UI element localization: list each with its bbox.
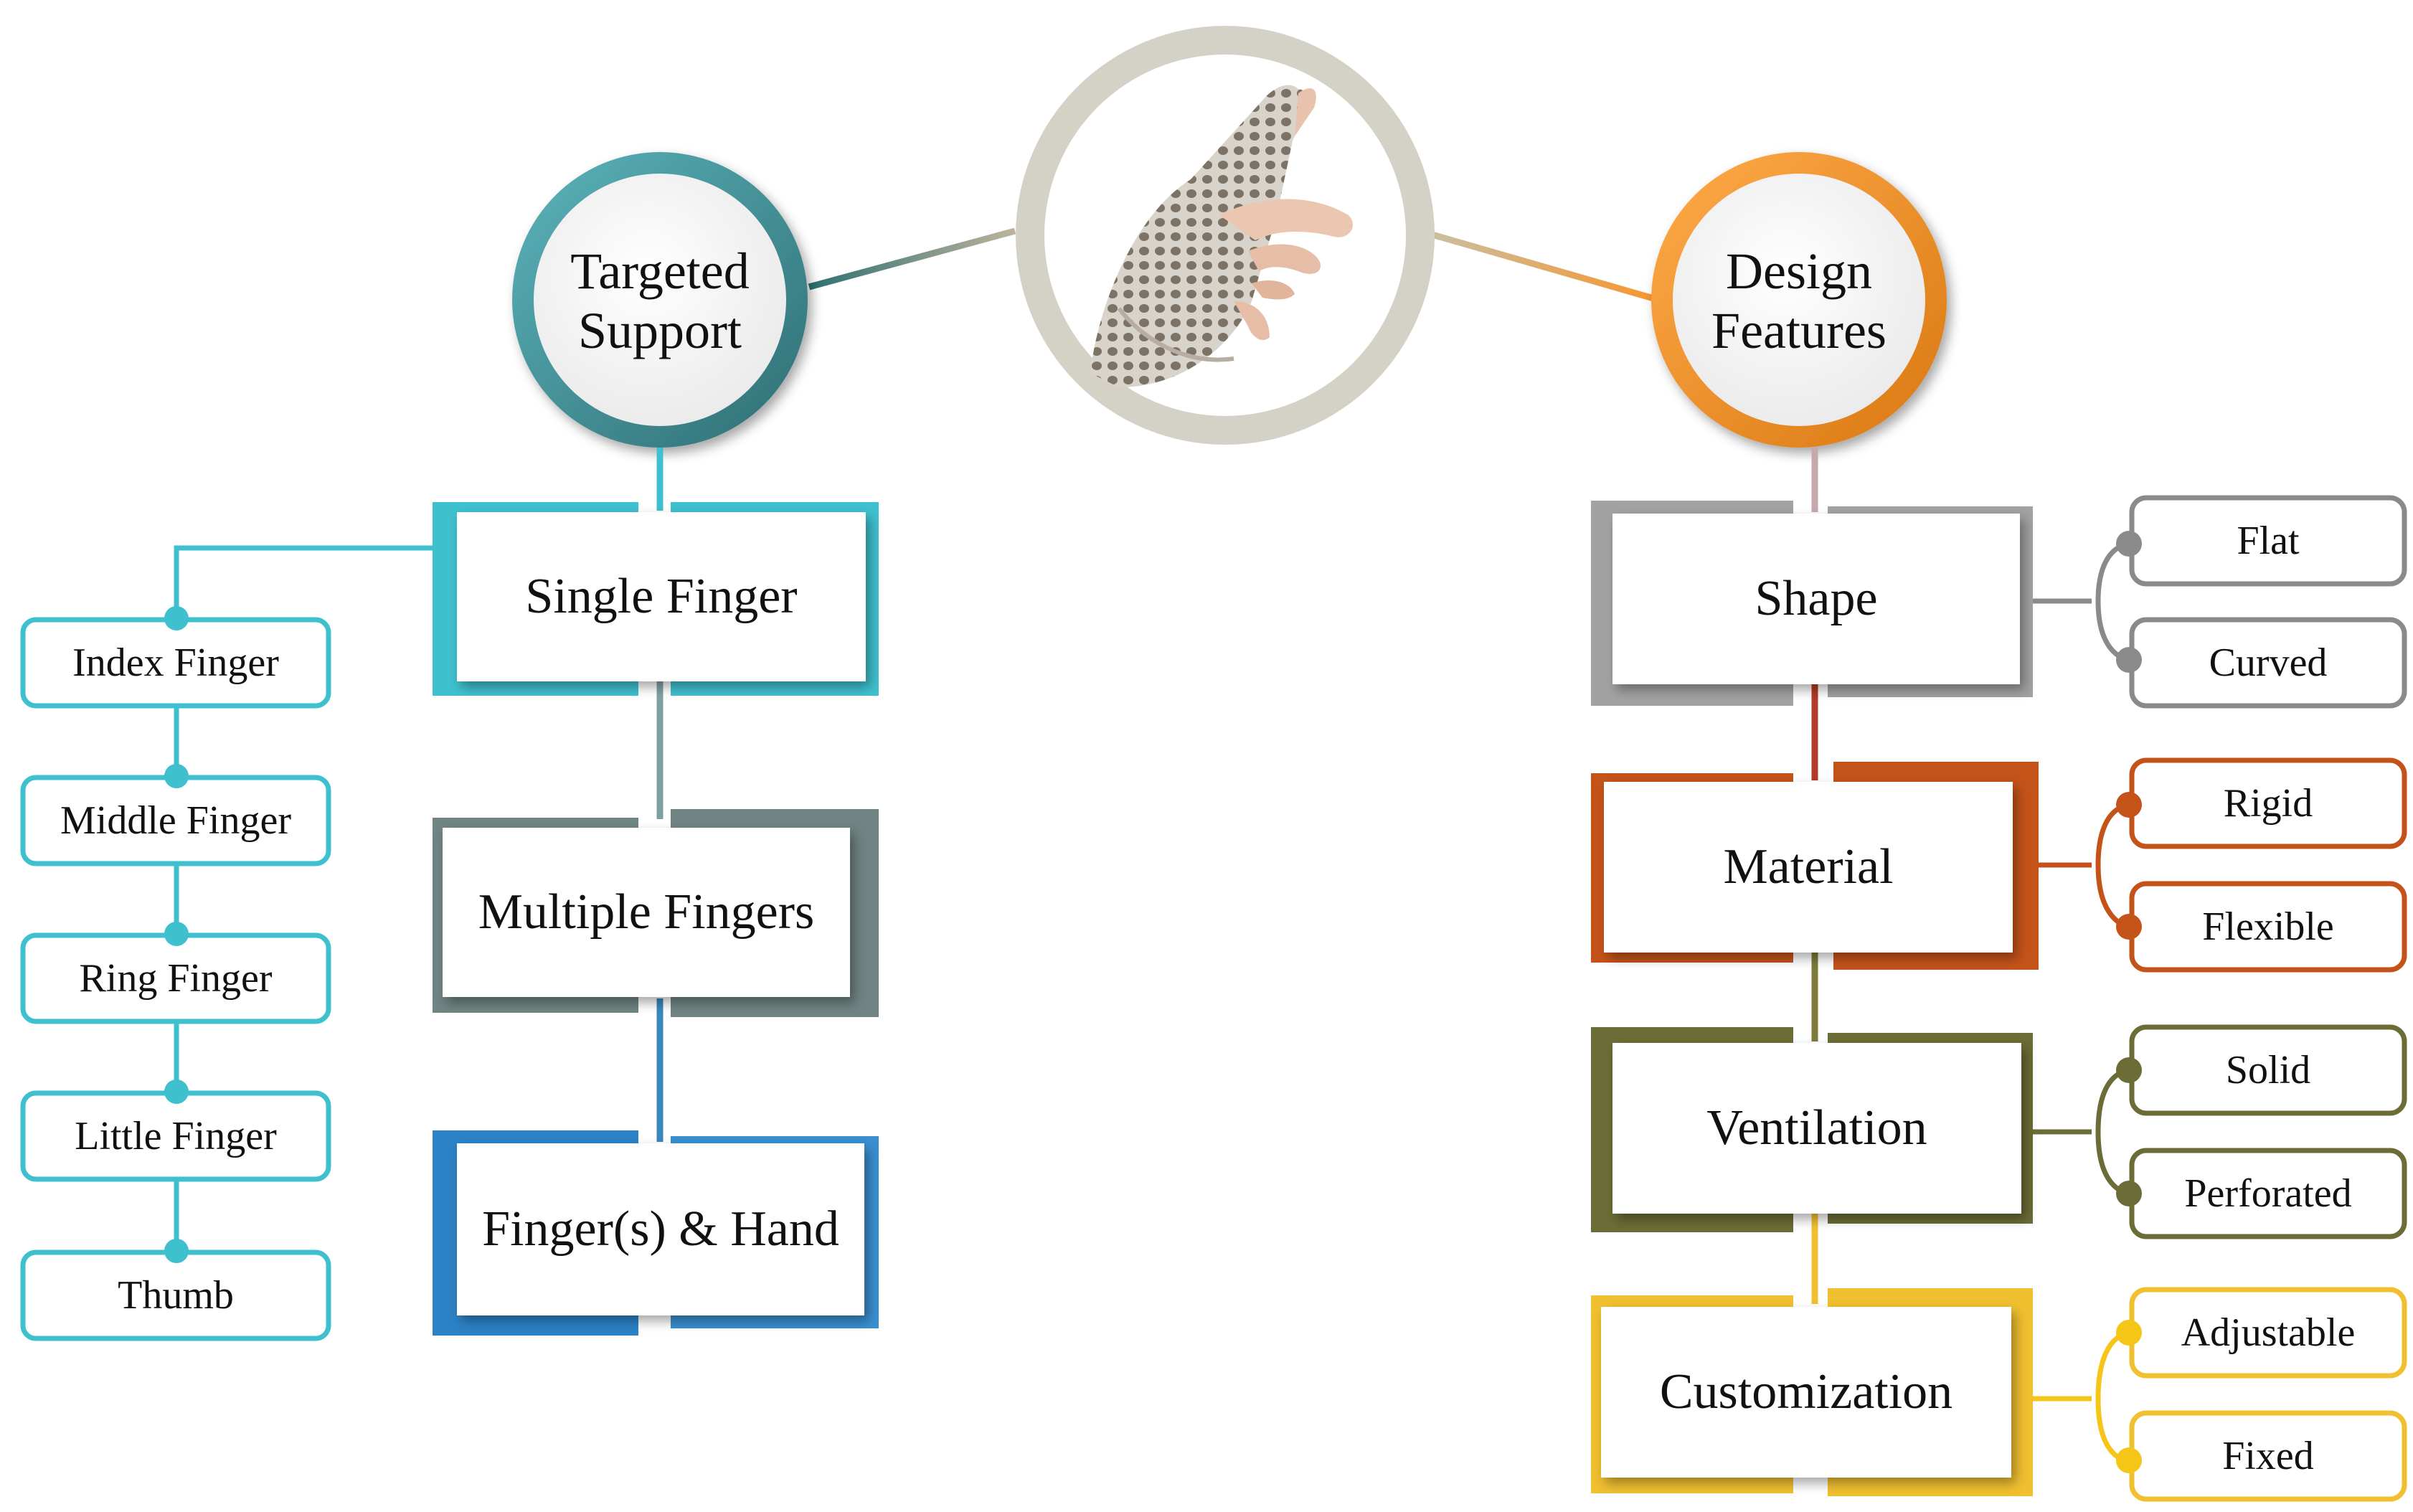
design-features-label: Design Features — [1684, 237, 1914, 366]
little-finger-label: Little Finger — [75, 1113, 277, 1158]
category-single-finger — [433, 502, 879, 696]
curved-label: Curved — [2209, 640, 2328, 685]
targeted-support-label: Targeted Support — [545, 237, 775, 366]
finger-dots — [164, 606, 189, 1263]
design-features-hub — [1651, 152, 1947, 448]
targeted-support-hub — [512, 152, 808, 448]
adjustable-label: Adjustable — [2181, 1310, 2356, 1355]
index-finger-label: Index Finger — [72, 640, 279, 685]
connector-center-left — [808, 227, 1016, 290]
thumb-label: Thumb — [118, 1272, 234, 1318]
option-dots — [2116, 531, 2142, 1473]
rigid-label: Rigid — [2223, 780, 2313, 826]
feature-ventilation-box — [1591, 1027, 2033, 1232]
category-fingers-and-hand — [433, 1130, 879, 1336]
option-boxes — [2129, 495, 2407, 1502]
customization-label: Customization — [1659, 1364, 1953, 1419]
material-label: Material — [1723, 838, 1894, 894]
perforated-label: Perforated — [2184, 1171, 2352, 1216]
flexible-label: Flexible — [2202, 904, 2334, 949]
category-multiple-fingers — [433, 809, 879, 1017]
design-features-line2: Features — [1711, 302, 1887, 359]
targeted-support-line2: Support — [577, 302, 742, 359]
design-features-line1: Design — [1726, 242, 1872, 301]
center-node — [1016, 26, 1435, 445]
ventilation-label: Ventilation — [1706, 1100, 1927, 1156]
fixed-label: Fixed — [2222, 1433, 2314, 1478]
feature-customization-box — [1591, 1288, 2033, 1496]
feature-shape-box — [1591, 501, 2033, 706]
shape-label: Shape — [1755, 570, 1878, 626]
option-brackets — [2033, 542, 2125, 1463]
solid-label: Solid — [2225, 1047, 2311, 1092]
fingers-and-hand-label: Finger(s) & Hand — [482, 1201, 839, 1257]
middle-finger-label: Middle Finger — [60, 798, 291, 843]
ring-finger-label: Ring Finger — [79, 955, 273, 1001]
targeted-support-line1: Targeted — [570, 242, 750, 301]
feature-material-box — [1591, 762, 2039, 970]
multiple-fingers-label: Multiple Fingers — [478, 884, 815, 940]
flat-label: Flat — [2237, 518, 2300, 563]
connector-center-right — [1428, 230, 1660, 303]
hand-splint-photo — [1090, 85, 1354, 388]
single-finger-label: Single Finger — [525, 568, 798, 624]
finger-boxes — [20, 617, 331, 1341]
finger-list-connector — [174, 545, 433, 617]
